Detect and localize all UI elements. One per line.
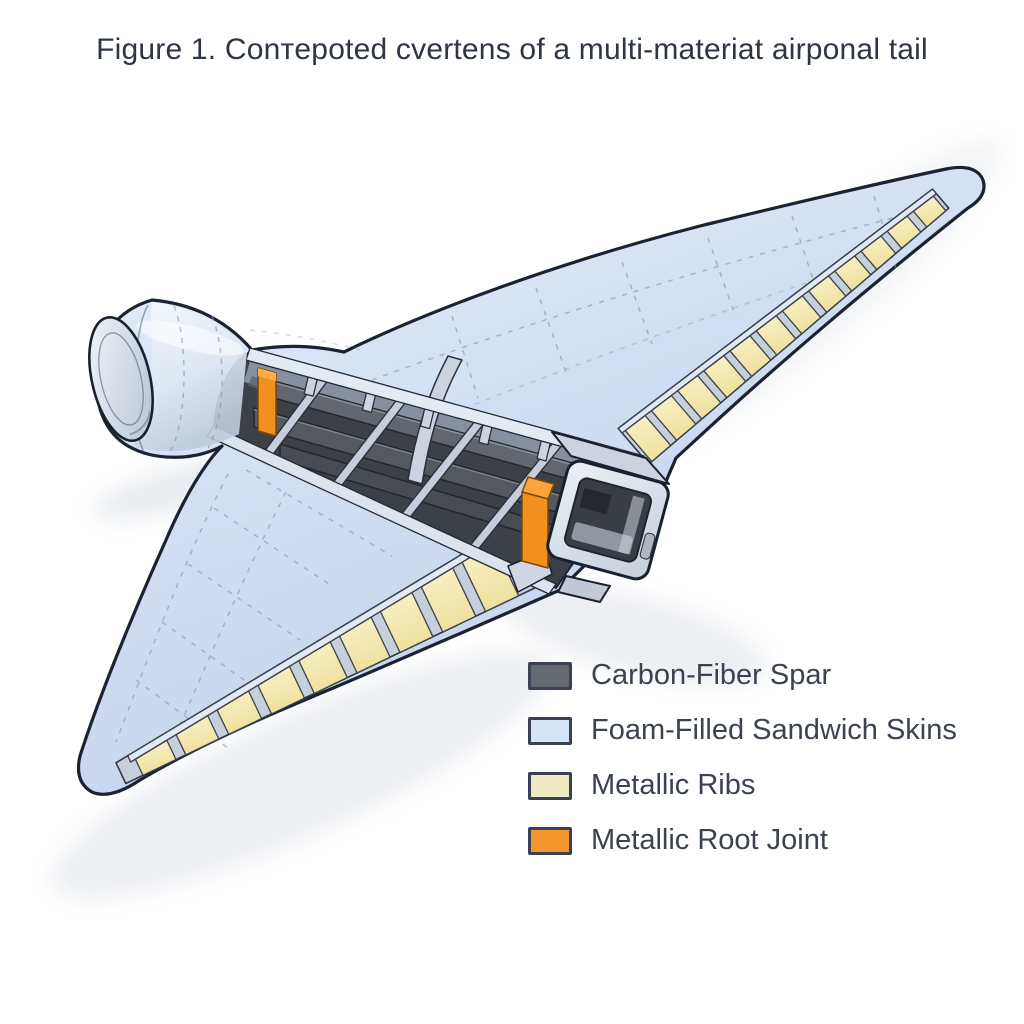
legend-item-foam-filled-sandwich-skins: Foam-Filled Sandwich Skins [528,716,957,745]
root-joint-front [257,367,277,437]
legend-label: Metallic Root Joint [591,824,828,856]
center-frame-arch [407,355,463,485]
stub-end-face [546,459,670,581]
nose-cone [88,302,247,453]
carbon-fiber-spar-swatch [528,661,572,690]
legend-item-metallic-root-joint: Metallic Root Joint [528,826,957,855]
metallic-ribs-left [134,542,520,776]
right-wing-rib-strip [617,188,950,466]
left-wing-rib-strip [115,526,537,785]
stub-bottom-bracket [557,575,611,603]
legend-item-carbon-fiber-spar: Carbon-Fiber Spar [528,661,957,690]
root-joint-aft [521,476,555,569]
metallic-root-joint-swatch [528,826,572,855]
foam-filled-sandwich-skins-swatch [528,716,572,745]
legend-label: Metallic Ribs [591,769,756,801]
metallic-ribs-right [624,195,947,463]
legend-label: Carbon-Fiber Spar [591,659,832,691]
aft-fuselage-stub [507,431,670,603]
legend-item-metallic-ribs: Metallic Ribs [528,771,957,800]
stub-top-shell [551,431,670,485]
material-legend: Carbon-Fiber Spar Foam-Filled Sandwich S… [528,661,957,855]
spar-cap-rail-right [617,188,938,434]
metallic-ribs-swatch [528,771,572,800]
legend-label: Foam-Filled Sandwich Skins [591,714,957,746]
nose-cap [88,315,154,443]
figure-title: Figure 1. Conтepoted cvertens of a multi… [96,33,928,66]
